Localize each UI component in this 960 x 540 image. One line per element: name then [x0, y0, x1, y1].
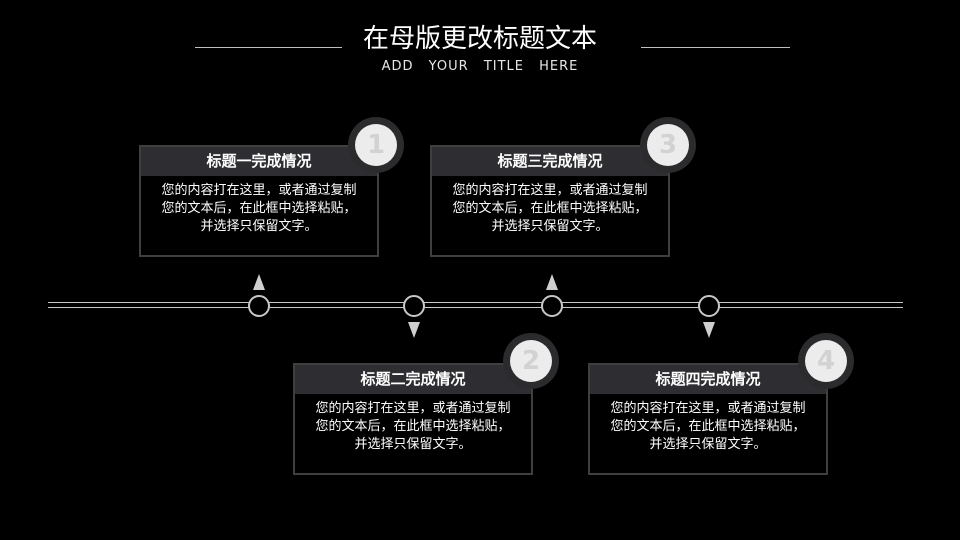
timeline-node-1 — [248, 295, 270, 317]
card-1: 标题一完成情况 您的内容打在这里，或者通过复制 您的文本后，在此框中选择粘贴， … — [139, 145, 379, 257]
card-2-body-line: 并选择只保留文字。 — [354, 437, 472, 452]
timeline-node-4 — [698, 295, 720, 317]
card-4-body: 您的内容打在这里，或者通过复制 您的文本后，在此框中选择粘贴， 并选择只保留文字… — [590, 394, 826, 454]
card-3-body-line: 您的文本后，在此框中选择粘贴， — [452, 201, 648, 216]
card-4-number: 4 — [805, 340, 847, 382]
card-1-body-line: 您的文本后，在此框中选择粘贴， — [161, 201, 357, 216]
card-4: 标题四完成情况 您的内容打在这里，或者通过复制 您的文本后，在此框中选择粘贴， … — [588, 363, 828, 475]
card-2-body-line: 您的文本后，在此框中选择粘贴， — [315, 419, 511, 434]
card-2-number: 2 — [510, 340, 552, 382]
card-1-body-line: 您的内容打在这里，或者通过复制 — [161, 183, 357, 198]
title-divider-left — [195, 47, 342, 48]
page-title: 在母版更改标题文本 — [362, 24, 597, 54]
card-1-number: 1 — [355, 124, 397, 166]
timeline-line-top — [48, 302, 903, 303]
card-4-body-line: 您的内容打在这里，或者通过复制 — [610, 401, 806, 416]
card-3: 标题三完成情况 您的内容打在这里，或者通过复制 您的文本后，在此框中选择粘贴， … — [430, 145, 670, 257]
card-4-number-badge: 4 — [798, 333, 854, 389]
card-1-title: 标题一完成情况 — [141, 147, 377, 176]
card-1-body-line: 并选择只保留文字。 — [200, 219, 318, 234]
card-3-title: 标题三完成情况 — [432, 147, 668, 176]
card-4-body-line: 并选择只保留文字。 — [649, 437, 767, 452]
timeline-node-3 — [541, 295, 563, 317]
card-3-body-line: 您的内容打在这里，或者通过复制 — [452, 183, 648, 198]
card-3-number: 3 — [647, 124, 689, 166]
card-2-body-line: 您的内容打在这里，或者通过复制 — [315, 401, 511, 416]
arrow-up-3-icon — [546, 274, 558, 290]
arrow-down-2-icon — [408, 322, 420, 338]
card-2-title: 标题二完成情况 — [295, 365, 531, 394]
card-1-body: 您的内容打在这里，或者通过复制 您的文本后，在此框中选择粘贴， 并选择只保留文字… — [141, 176, 377, 236]
card-3-body: 您的内容打在这里，或者通过复制 您的文本后，在此框中选择粘贴， 并选择只保留文字… — [432, 176, 668, 236]
title-divider-right — [641, 47, 790, 48]
page-subtitle: ADD YOUR TITLE HERE — [381, 59, 579, 74]
card-2: 标题二完成情况 您的内容打在这里，或者通过复制 您的文本后，在此框中选择粘贴， … — [293, 363, 533, 475]
card-4-title: 标题四完成情况 — [590, 365, 826, 394]
card-3-number-badge: 3 — [640, 117, 696, 173]
arrow-down-4-icon — [703, 322, 715, 338]
timeline-line-bottom — [48, 307, 903, 308]
timeline-node-2 — [403, 295, 425, 317]
arrow-up-1-icon — [253, 274, 265, 290]
card-4-body-line: 您的文本后，在此框中选择粘贴， — [610, 419, 806, 434]
card-2-number-badge: 2 — [503, 333, 559, 389]
card-2-body: 您的内容打在这里，或者通过复制 您的文本后，在此框中选择粘贴， 并选择只保留文字… — [295, 394, 531, 454]
card-1-number-badge: 1 — [348, 117, 404, 173]
card-3-body-line: 并选择只保留文字。 — [491, 219, 609, 234]
